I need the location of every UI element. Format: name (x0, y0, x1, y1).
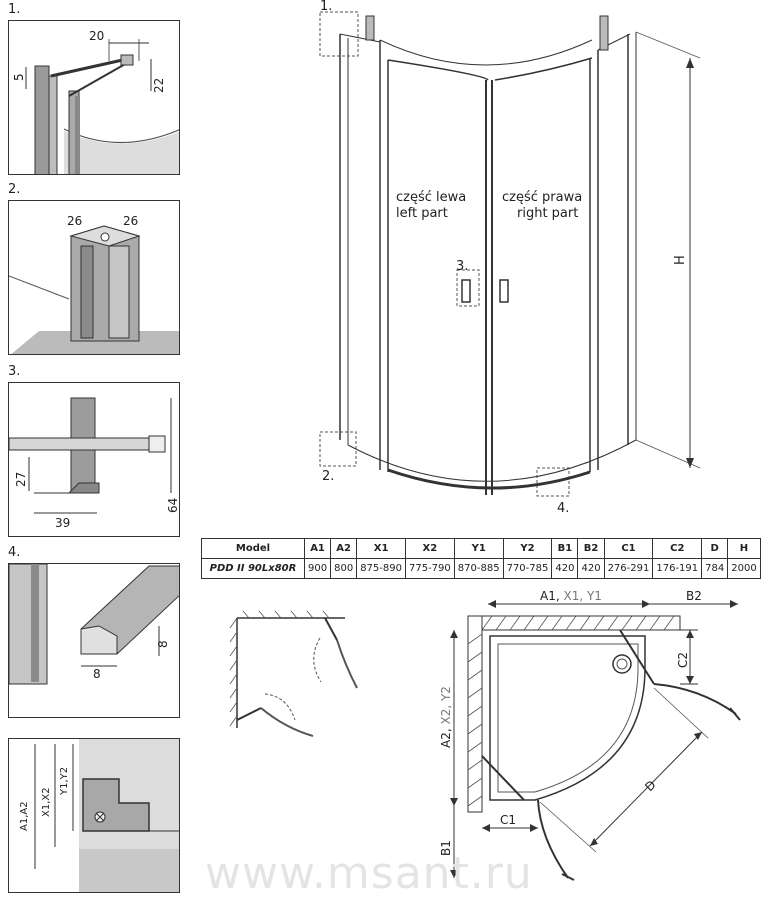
plan-side-label: A2, X2, Y2 (440, 686, 453, 748)
detail-4-dim-8-horizontal: 8 (93, 667, 101, 681)
detail-1-dim-20: 20 (89, 29, 104, 43)
detail-5-label-a1a2: A1,A2 (19, 801, 30, 831)
cell-x2: 775-790 (404, 558, 455, 579)
header-b1: B1 (551, 538, 579, 559)
detail-2-number: 2. (8, 182, 21, 197)
plan-label-d: D (642, 778, 658, 794)
callout-box-2 (319, 431, 357, 467)
floor-plan: A1, X1, Y1 B2 A2, X2, Y2 B1 C2 (440, 589, 741, 881)
header-y2: Y2 (502, 538, 553, 559)
plan-label-c2: C2 (676, 652, 690, 668)
callout-4: 4. (557, 501, 569, 516)
detail-2-dim-26-right: 26 (123, 214, 138, 228)
table-row: PDD II 90Lx80R 900 800 875-890 775-790 8… (201, 558, 761, 579)
detail-1-number: 1. (8, 2, 21, 17)
header-a2: A2 (330, 538, 358, 559)
callout-3: 3. (456, 259, 468, 274)
detail-3-drawing: 27 39 64 (9, 397, 180, 530)
header-a1: A1 (303, 538, 332, 559)
plan-label-b1: B1 (440, 840, 453, 856)
callout-box-4 (536, 467, 570, 497)
detail-4-drawing: 8 8 (9, 564, 179, 685)
cell-model: PDD II 90Lx80R (201, 558, 305, 579)
detail-2-panel: 26 26 (8, 200, 180, 355)
callout-box-3 (456, 269, 480, 307)
cell-c2: 176-191 (652, 558, 703, 579)
height-label: H (673, 255, 688, 265)
detail-3-panel: 27 39 64 (8, 382, 180, 537)
plan-label-c1: C1 (500, 813, 516, 827)
callout-1: 1. (320, 0, 332, 14)
cell-d: 784 (701, 558, 729, 579)
spec-header-row: Model A1 A2 X1 X2 Y1 Y2 B1 B2 C1 C2 D H (201, 538, 761, 559)
cell-b1: 420 (551, 558, 579, 579)
cell-y2: 770-785 (502, 558, 553, 579)
detail-3-dim-64: 64 (166, 498, 180, 513)
left-part-en: left part (396, 206, 448, 221)
header-x2: X2 (404, 538, 455, 559)
cell-h: 2000 (727, 558, 761, 579)
detail-4-dim-8-vertical: 8 (156, 640, 170, 648)
detail-5-label-x1x2: X1,X2 (41, 787, 52, 817)
header-c1: C1 (603, 538, 654, 559)
detail-1-drawing: 20 5 22 (12, 29, 179, 174)
plan-label-x2-y2: X2, Y2 (440, 686, 453, 728)
header-b2: B2 (577, 538, 605, 559)
plan-top-label: A1, X1, Y1 (540, 589, 602, 603)
right-part-en: right part (517, 206, 578, 221)
spec-table: Model A1 A2 X1 X2 Y1 Y2 B1 B2 C1 C2 D H … (201, 538, 761, 579)
right-part-pl: część prawa (502, 190, 582, 205)
cell-y1: 870-885 (453, 558, 504, 579)
watermark: www.msant.ru (205, 848, 533, 899)
detail-3-dim-27: 27 (14, 472, 28, 487)
cell-a1: 900 (303, 558, 332, 579)
cell-a2: 800 (330, 558, 358, 579)
header-h: H (727, 538, 761, 559)
detail-1-panel: 20 5 22 (8, 20, 180, 175)
callout-2: 2. (322, 469, 334, 484)
header-x1: X1 (356, 538, 406, 559)
detail-2-dim-26-left: 26 (67, 214, 82, 228)
header-d: D (701, 538, 729, 559)
detail-3-dim-39: 39 (55, 516, 70, 530)
detail-3-number: 3. (8, 364, 21, 379)
cell-b2: 420 (577, 558, 605, 579)
detail-4-panel: 8 8 (8, 563, 180, 718)
header-y1: Y1 (453, 538, 504, 559)
opening-schematic (229, 610, 358, 737)
header-model: Model (201, 538, 305, 559)
left-part-pl: część lewa (396, 190, 466, 205)
detail-2-drawing: 26 26 (9, 214, 179, 354)
detail-1-dim-22: 22 (152, 78, 166, 93)
elevation-drawing: 1. 2. 3. 4. część lewa left part część p… (319, 0, 701, 516)
detail-5-drawing: A1,A2 X1,X2 Y1,Y2 (19, 739, 179, 892)
cell-x1: 875-890 (356, 558, 406, 579)
header-c2: C2 (652, 538, 703, 559)
plan-label-x1-y1: X1, Y1 (560, 589, 602, 603)
callout-box-1 (319, 11, 359, 57)
plan-label-b2: B2 (686, 589, 702, 603)
detail-5-panel: A1,A2 X1,X2 Y1,Y2 (8, 738, 180, 893)
plan-label-a2: A2, (440, 728, 453, 748)
cell-c1: 276-291 (603, 558, 654, 579)
detail-1-dim-5: 5 (12, 73, 26, 81)
detail-4-number: 4. (8, 545, 21, 560)
detail-5-label-y1y2: Y1,Y2 (59, 767, 70, 796)
plan-label-a1: A1, (540, 589, 560, 603)
